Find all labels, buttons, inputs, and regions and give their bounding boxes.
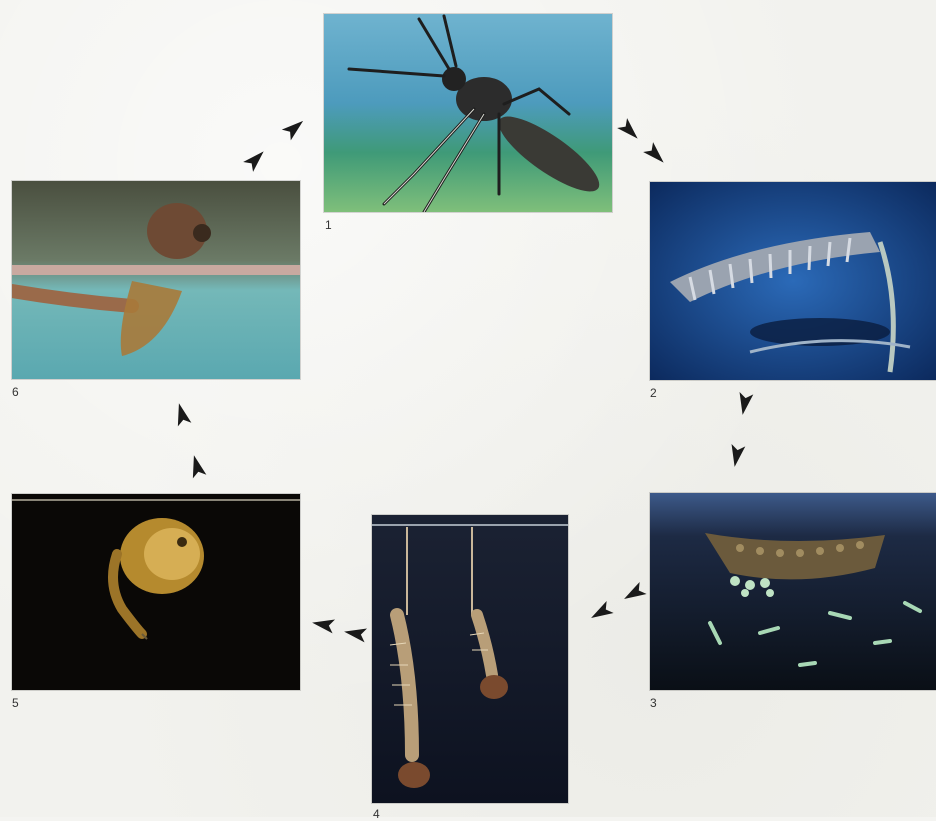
arrow-3-to-4 <box>621 582 647 605</box>
stage-4-label: 4 <box>373 808 380 820</box>
arrow-6-to-1 <box>243 146 268 171</box>
stage-3-label: 3 <box>650 697 657 709</box>
stage-1-label: 1 <box>325 219 332 231</box>
arrow-1-to-2 <box>617 118 642 143</box>
stage-2-label: 2 <box>650 387 657 399</box>
photo-egg-raft <box>650 182 936 380</box>
photo-emerging-adult <box>12 181 300 379</box>
photo-adult-mosquito <box>324 14 612 212</box>
photo-pupa <box>12 494 300 690</box>
arrow-5-to-6 <box>187 453 206 478</box>
photo-larvae <box>372 515 568 803</box>
photo-hatching-larvae <box>650 493 936 690</box>
stage-6-label: 6 <box>12 386 19 398</box>
arrow-2-to-3 <box>736 392 754 416</box>
arrow-4-to-5 <box>343 625 367 643</box>
stage-5-label: 5 <box>12 697 19 709</box>
